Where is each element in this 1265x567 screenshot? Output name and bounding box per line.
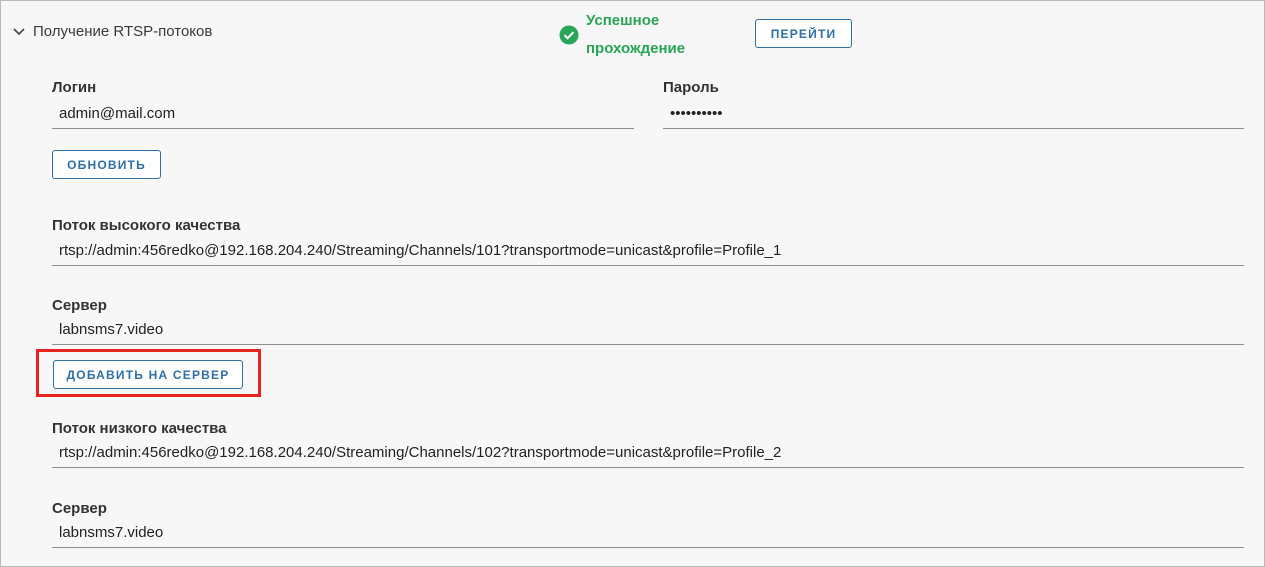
check-circle-icon — [559, 25, 579, 45]
section-toggle[interactable]: Получение RTSP-потоков — [11, 23, 212, 40]
low-stream-label: Поток низкого качества — [52, 420, 227, 437]
low-stream-url: rtsp://admin:456redko@192.168.204.240/St… — [59, 443, 782, 461]
high-stream-url: rtsp://admin:456redko@192.168.204.240/St… — [59, 241, 782, 259]
login-field[interactable]: admin@mail.com — [52, 98, 634, 129]
login-label: Логин — [52, 79, 97, 96]
login-value: admin@mail.com — [59, 104, 176, 122]
low-server-value: labnsms7.video — [59, 523, 164, 541]
status-text-line1: Успешное — [586, 12, 660, 29]
chevron-down-icon — [11, 24, 27, 40]
low-server-label: Сервер — [52, 500, 107, 517]
high-server-field[interactable]: labnsms7.video — [52, 314, 1244, 345]
section-title: Получение RTSP-потоков — [33, 23, 213, 40]
high-stream-url-field[interactable]: rtsp://admin:456redko@192.168.204.240/St… — [52, 235, 1244, 266]
goto-button[interactable]: ПЕРЕЙТИ — [755, 19, 852, 48]
password-field[interactable]: •••••••••• — [663, 98, 1244, 129]
add-to-server-button[interactable]: ДОБАВИТЬ НА СЕРВЕР — [53, 360, 243, 389]
high-server-value: labnsms7.video — [59, 320, 164, 338]
high-stream-label: Поток высокого качества — [52, 217, 241, 234]
update-button[interactable]: ОБНОВИТЬ — [52, 150, 161, 179]
highlight-box — [36, 349, 261, 397]
password-label: Пароль — [663, 79, 719, 96]
status-indicator: Успешное прохождение — [559, 7, 685, 63]
low-stream-url-field[interactable]: rtsp://admin:456redko@192.168.204.240/St… — [52, 437, 1244, 468]
high-server-label: Сервер — [52, 297, 107, 314]
status-text-line2: прохождение — [586, 40, 686, 57]
password-value: •••••••••• — [670, 104, 723, 122]
low-server-field[interactable]: labnsms7.video — [52, 517, 1244, 548]
